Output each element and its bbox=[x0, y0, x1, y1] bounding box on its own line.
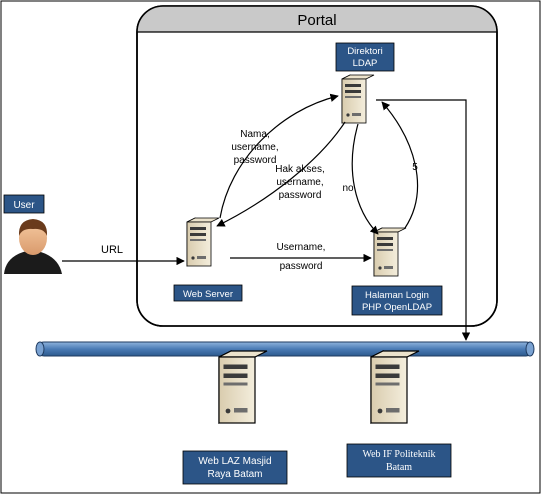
svg-text:Web LAZ Masjid: Web LAZ Masjid bbox=[198, 456, 271, 467]
portal-title: Portal bbox=[297, 12, 336, 29]
edge-label-hak-3: password bbox=[279, 190, 322, 201]
svg-text:Web IF Politeknik: Web IF Politeknik bbox=[362, 449, 435, 460]
user-label: User bbox=[3, 194, 45, 214]
web-laz-label: Web LAZ Masjid Raya Batam bbox=[182, 450, 288, 485]
edge-label-no: no bbox=[342, 183, 354, 194]
web-if-server-icon bbox=[370, 350, 420, 424]
svg-text:Raya Batam: Raya Batam bbox=[207, 469, 262, 480]
edges bbox=[62, 93, 471, 341]
user-avatar-icon bbox=[4, 219, 62, 274]
web-laz-server-icon bbox=[218, 350, 268, 424]
edge-label-nama-1: Nama, bbox=[240, 129, 269, 140]
svg-text:LDAP: LDAP bbox=[353, 58, 378, 69]
web-server-label: Web Server bbox=[173, 284, 243, 302]
login-server-label: Halaman Login PHP OpenLDAP bbox=[351, 285, 443, 316]
edge-label-hak-2: username, bbox=[276, 177, 323, 188]
edge-hak-akses bbox=[216, 121, 346, 227]
edge-label-nama-3: password bbox=[234, 155, 277, 166]
svg-text:Web Server: Web Server bbox=[183, 289, 233, 300]
edge-ldap-bus bbox=[376, 99, 471, 341]
edge-label-nama-2: username, bbox=[231, 142, 278, 153]
svg-text:Batam: Batam bbox=[386, 462, 412, 473]
edge-label-up-2: password bbox=[280, 261, 323, 272]
svg-text:User: User bbox=[13, 200, 35, 211]
web-if-label: Web IF Politeknik Batam bbox=[346, 443, 452, 478]
edge-label-hak-1: Hak akses, bbox=[275, 164, 324, 175]
svg-text:Halaman Login: Halaman Login bbox=[365, 290, 429, 301]
svg-text:Direktori: Direktori bbox=[347, 46, 382, 57]
edge-label-url: URL bbox=[101, 244, 123, 256]
network-bus bbox=[35, 341, 535, 357]
edge-five bbox=[381, 101, 418, 229]
edge-nama bbox=[219, 93, 339, 219]
svg-text:PHP OpenLDAP: PHP OpenLDAP bbox=[362, 302, 432, 313]
edge-label-up-1: Username, bbox=[277, 242, 326, 253]
ldap-label: Direktori LDAP bbox=[335, 42, 395, 72]
edge-label-five: 5 bbox=[412, 162, 418, 173]
edge-no bbox=[351, 123, 379, 235]
portal-container: Portal bbox=[136, 5, 498, 327]
